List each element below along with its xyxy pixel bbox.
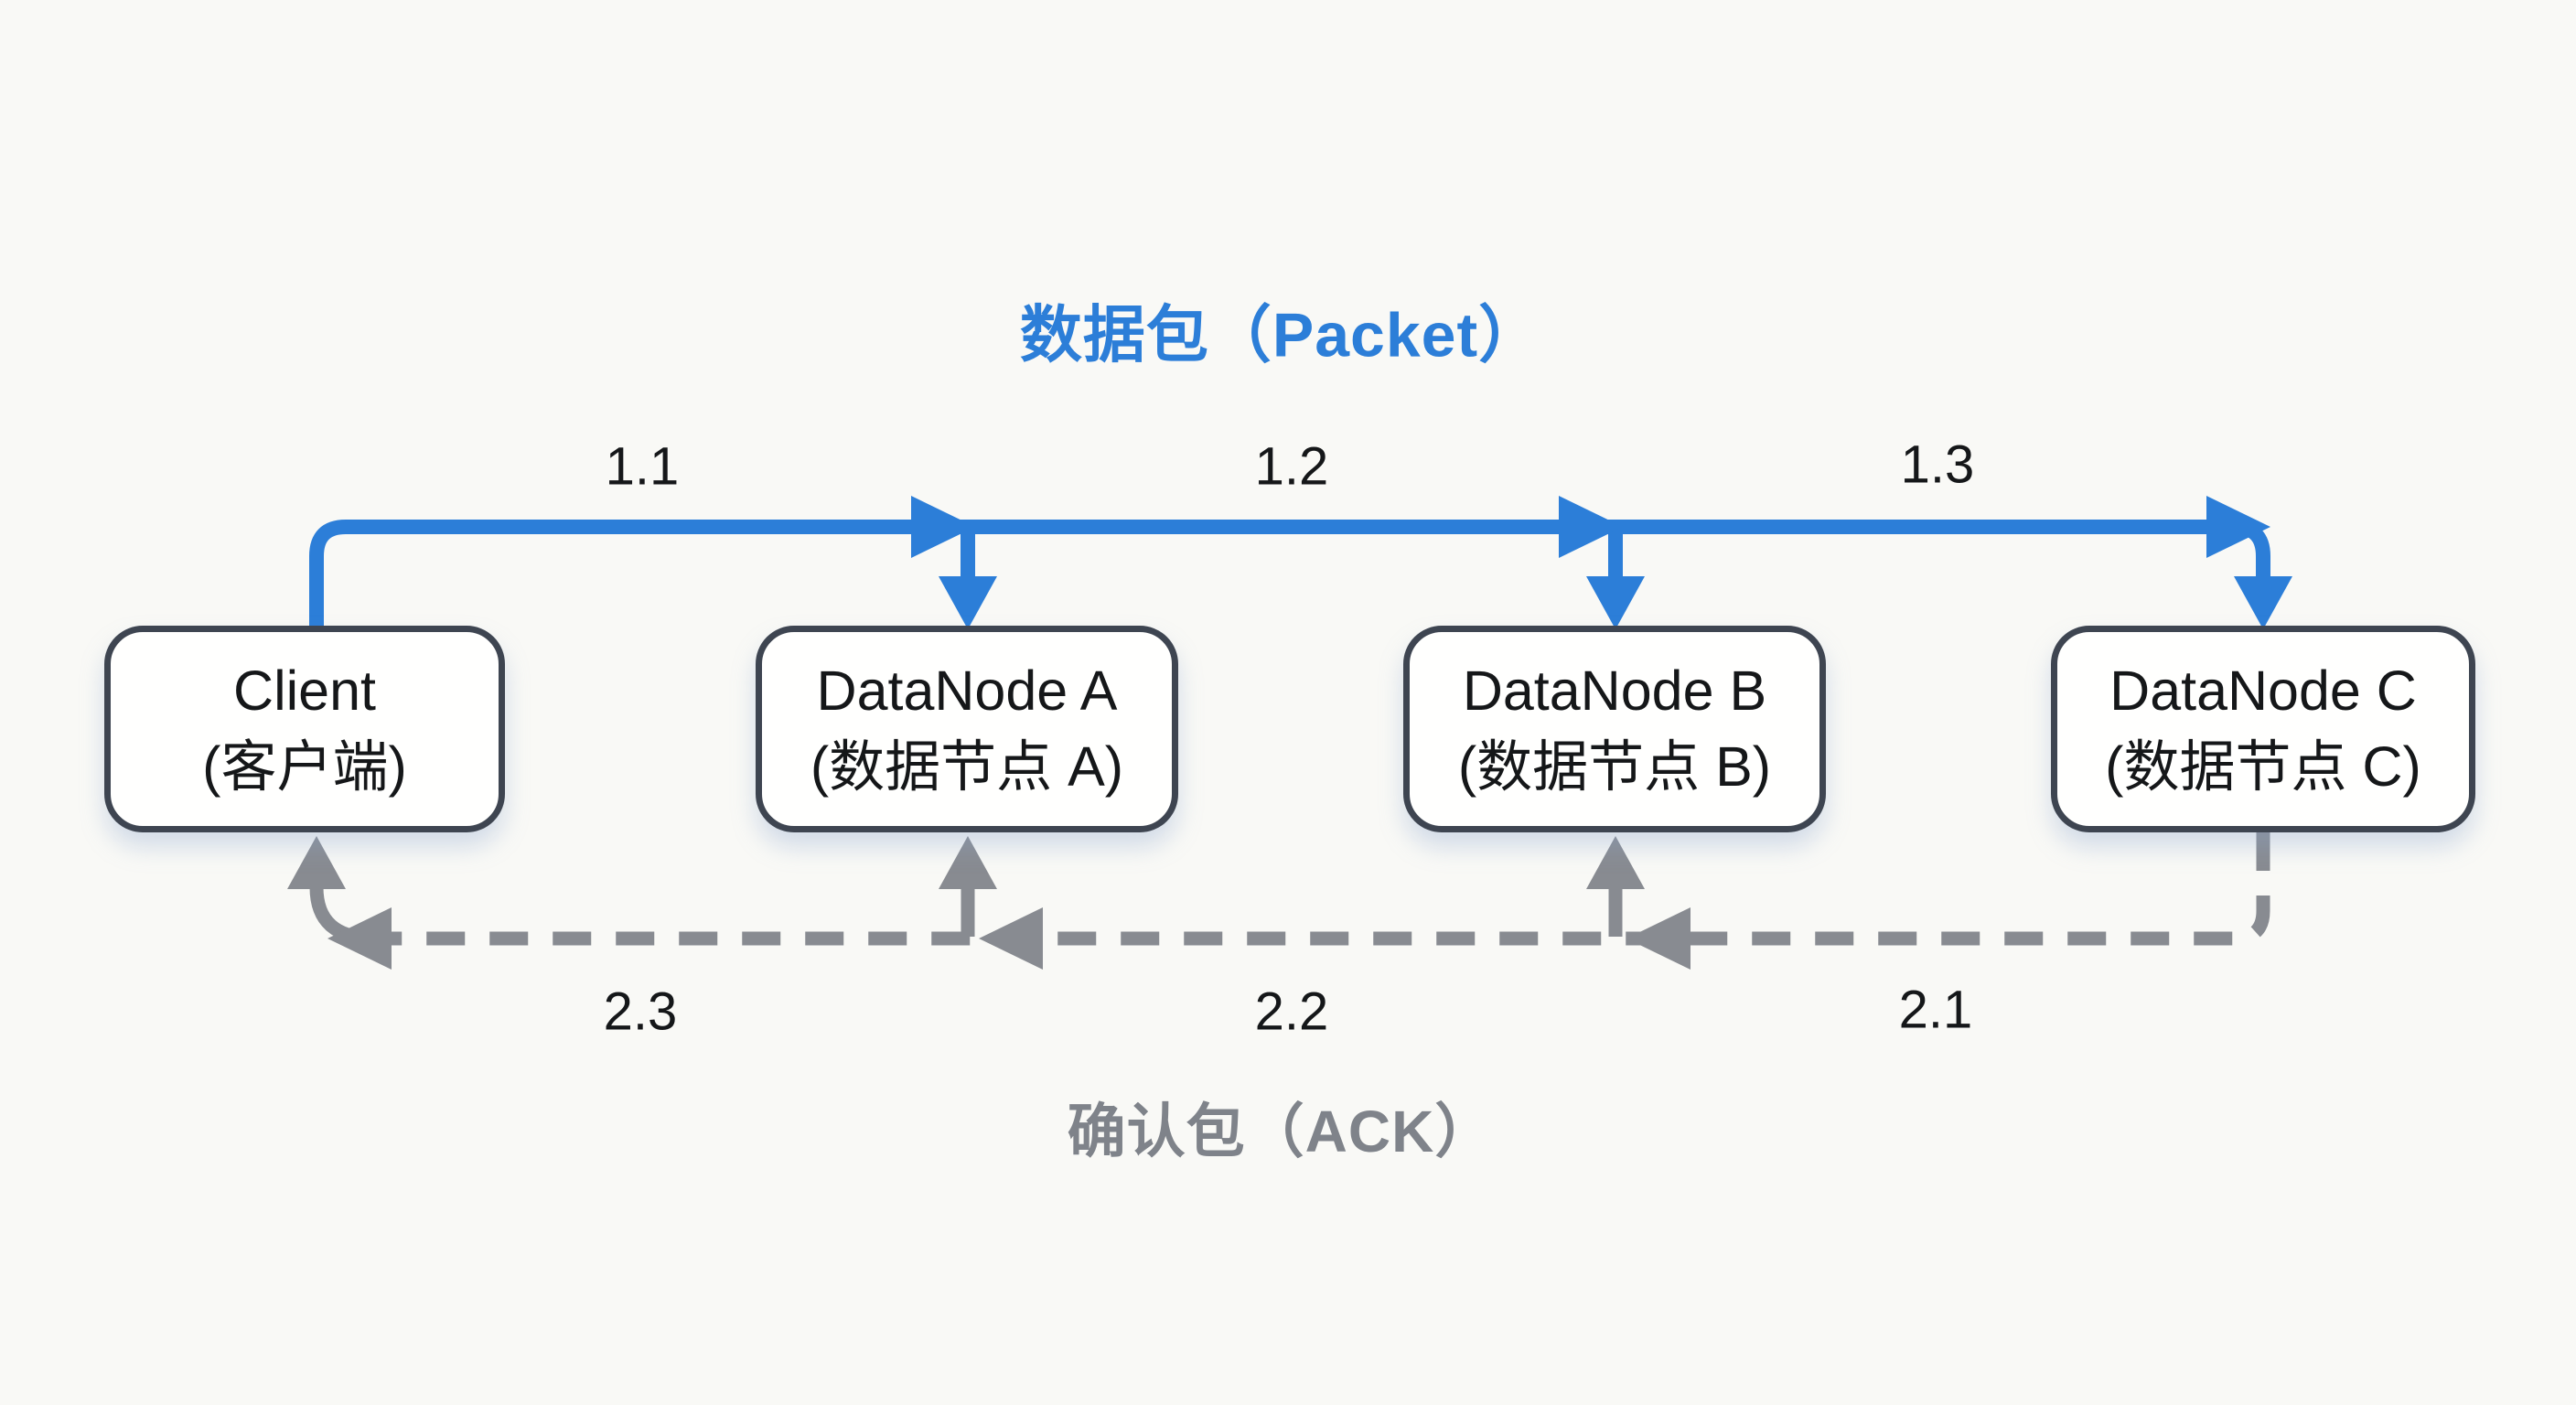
packet-step-label-1: 1.1 — [605, 436, 680, 497]
ack-arrowhead-left-a — [979, 907, 1043, 970]
ack-arrowhead-left-b — [1626, 907, 1690, 970]
node-client-name: Client — [233, 660, 376, 723]
ack-step-label-1: 2.3 — [603, 981, 678, 1042]
packet-line — [309, 520, 2270, 627]
node-datanode-a: DataNode A (数据节点 A) — [756, 626, 1178, 832]
ack-arrowhead-up-b — [1586, 836, 1645, 889]
ack-line — [370, 832, 2270, 946]
ack-arrowhead-up-client — [287, 836, 346, 889]
node-datanode-b-name: DataNode B — [1462, 660, 1767, 723]
node-datanode-b: DataNode B (数据节点 B) — [1403, 626, 1826, 832]
packet-arrowhead-down-a — [939, 576, 997, 629]
packet-arrowhead-down-c — [2234, 576, 2292, 629]
node-datanode-a-name: DataNode A — [816, 660, 1118, 723]
node-datanode-c-name: DataNode C — [2109, 660, 2417, 723]
node-client: Client (客户端) — [104, 626, 505, 832]
ack-arrowhead-left-client — [327, 907, 392, 970]
ack-step-label-2: 2.2 — [1254, 981, 1329, 1042]
node-datanode-b-subname: (数据节点 B) — [1457, 735, 1772, 798]
packet-arrowhead-right-b — [1559, 496, 1623, 558]
node-datanode-a-subname: (数据节点 A) — [810, 735, 1124, 798]
ack-step-label-3: 2.1 — [1898, 980, 1973, 1040]
packet-step-label-3: 1.3 — [1900, 434, 1975, 495]
node-datanode-c-subname: (数据节点 C) — [2105, 735, 2421, 798]
ack-arrowhead-up-a — [939, 836, 997, 889]
node-datanode-c: DataNode C (数据节点 C) — [2051, 626, 2475, 832]
packet-flow-title: 数据包（Packet） — [1019, 300, 1542, 370]
packet-arrowhead-down-b — [1586, 576, 1645, 629]
ack-flow-title: 确认包（ACK） — [1067, 1099, 1495, 1164]
packet-arrowhead-right-c — [2206, 496, 2270, 558]
node-client-subname: (客户端) — [202, 735, 407, 798]
packet-step-label-2: 1.2 — [1254, 436, 1329, 497]
packet-arrowhead-right-a — [911, 496, 975, 558]
